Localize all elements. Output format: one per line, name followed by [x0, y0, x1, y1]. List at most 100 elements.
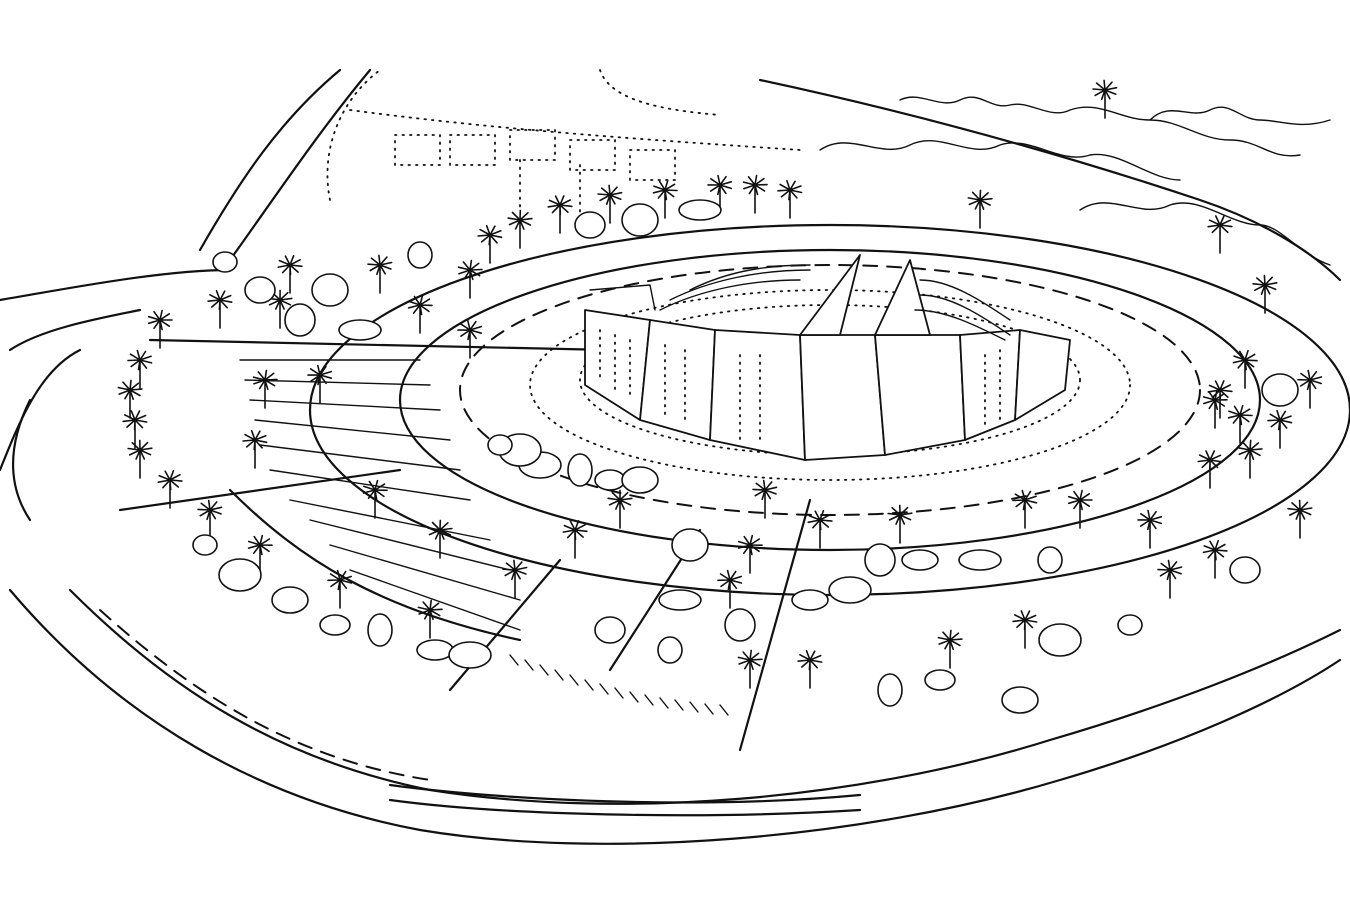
palm-tree — [457, 259, 483, 299]
palm-fronds — [1202, 539, 1228, 579]
palm-tree — [1287, 499, 1313, 539]
palm-fronds — [967, 189, 993, 229]
palm-tree — [737, 649, 763, 689]
palm-fronds — [742, 174, 768, 214]
palm-tree — [127, 439, 153, 479]
palm-tree — [1092, 79, 1118, 119]
crosswalk — [509, 654, 729, 716]
palm-tree — [652, 179, 678, 219]
palm-fronds — [797, 650, 823, 689]
palm-tree — [1012, 610, 1038, 649]
palm-fronds — [1237, 439, 1263, 479]
palm-fronds — [777, 179, 803, 219]
palm-trees — [117, 79, 1323, 689]
palm-fronds — [1207, 380, 1233, 419]
palm-tree — [477, 225, 503, 264]
round-tree — [212, 251, 238, 273]
palm-tree — [507, 209, 533, 249]
palm-tree — [242, 430, 268, 469]
palm-fronds — [752, 479, 778, 519]
palm-tree — [887, 504, 913, 544]
palm-fronds — [1287, 499, 1313, 539]
palm-fronds — [607, 489, 633, 529]
palm-tree — [252, 369, 278, 409]
palm-fronds — [407, 294, 433, 334]
round-tree — [671, 528, 709, 562]
round-tree — [487, 434, 513, 456]
palm-tree — [1137, 509, 1163, 549]
palm-fronds — [1137, 509, 1163, 549]
palm-fronds — [307, 364, 333, 404]
palm-tree — [457, 319, 483, 359]
palm-tree — [717, 569, 743, 609]
left-parking — [118, 338, 812, 752]
palm-fronds — [807, 510, 833, 549]
palm-fronds — [277, 255, 303, 294]
palm-tree — [247, 534, 273, 574]
palm-tree — [267, 289, 293, 329]
round-tree — [1038, 623, 1082, 657]
palm-fronds — [147, 309, 173, 349]
palm-tree — [562, 520, 588, 559]
arena-building — [584, 254, 1071, 461]
round-tree — [319, 614, 351, 636]
round-tree — [1117, 614, 1143, 636]
palm-tree — [1012, 489, 1038, 529]
round-tree — [1037, 546, 1063, 574]
palm-fronds — [597, 184, 623, 224]
round-tree — [924, 669, 956, 691]
palm-tree — [1232, 349, 1258, 389]
round-tree — [244, 276, 276, 304]
palm-fronds — [652, 179, 678, 219]
round-tree — [657, 636, 683, 664]
palm-tree — [407, 294, 433, 334]
palm-fronds — [457, 319, 483, 359]
palm-tree — [362, 479, 388, 519]
palm-fronds — [1252, 274, 1278, 314]
outer-roads — [0, 68, 1342, 845]
palm-tree — [427, 519, 453, 559]
palm-fronds — [717, 569, 743, 609]
round-tree — [621, 466, 659, 494]
round-tree — [828, 576, 872, 604]
palm-fronds — [507, 209, 533, 249]
palm-fronds — [887, 504, 913, 544]
round-tree — [594, 469, 626, 491]
round-tree — [901, 549, 939, 571]
palm-tree — [1202, 539, 1228, 579]
round-tree — [864, 543, 896, 577]
palm-tree — [807, 510, 833, 549]
palm-tree — [117, 379, 143, 419]
palm-fronds — [1232, 349, 1258, 389]
palm-fronds — [737, 649, 763, 689]
palm-fronds — [122, 410, 148, 449]
palm-tree — [147, 309, 173, 349]
palm-tree — [502, 559, 528, 599]
palm-fronds — [127, 439, 153, 479]
palm-tree — [777, 179, 803, 219]
round-tree — [367, 613, 393, 647]
palm-tree — [197, 499, 223, 539]
palm-fronds — [207, 290, 233, 329]
palm-fronds — [1092, 79, 1118, 119]
palm-tree — [367, 254, 393, 294]
palm-fronds — [1267, 409, 1293, 449]
palm-tree — [277, 255, 303, 294]
palm-fronds — [242, 430, 268, 469]
round-tree — [416, 639, 454, 661]
upper-parking — [326, 69, 801, 216]
palm-tree — [547, 195, 573, 234]
palm-tree — [742, 174, 768, 214]
palm-fronds — [547, 195, 573, 234]
palm-fronds — [117, 379, 143, 419]
palm-tree — [307, 364, 333, 404]
round-tree — [448, 641, 492, 669]
round-tree — [791, 589, 829, 611]
palm-fronds — [417, 599, 443, 639]
round-tree — [311, 273, 349, 307]
round-tree — [1229, 556, 1261, 584]
hillside-scrub — [819, 96, 1331, 266]
round-tree — [1261, 373, 1299, 407]
palm-tree — [157, 470, 183, 509]
